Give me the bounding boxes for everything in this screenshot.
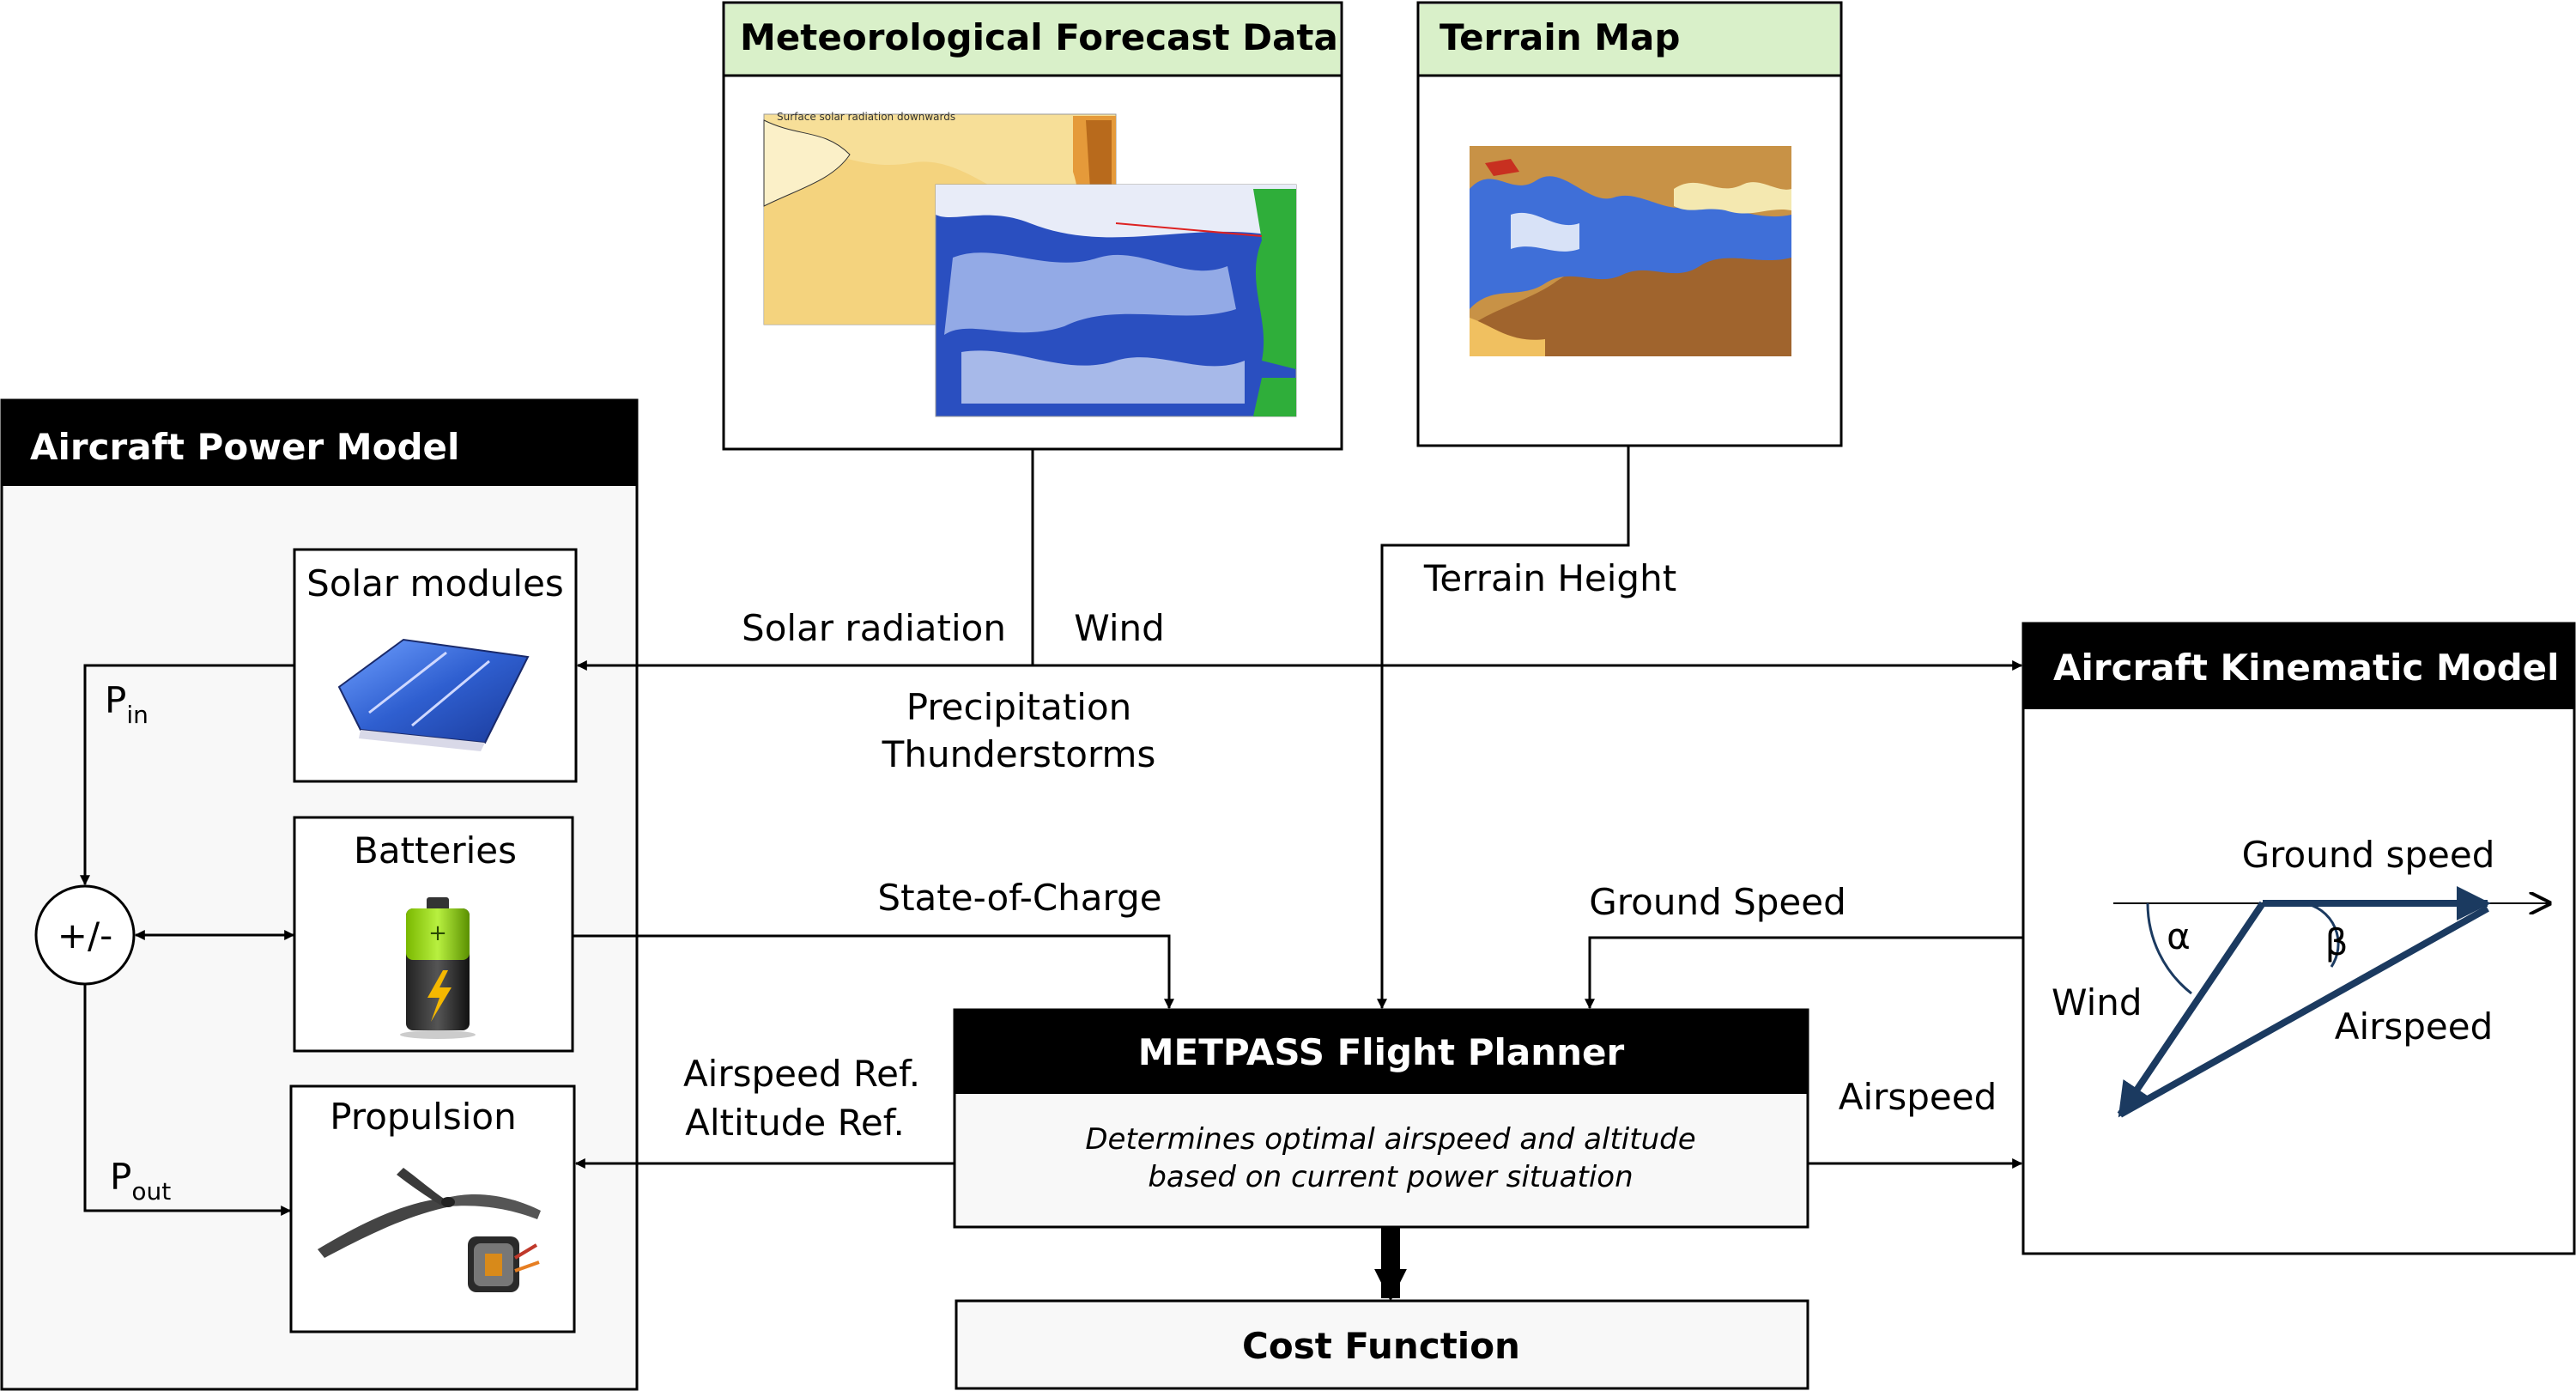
p-out-label: Pout bbox=[110, 1156, 171, 1206]
propeller-motor-icon bbox=[318, 1168, 541, 1292]
terrain-title: Terrain Map bbox=[1440, 16, 1680, 58]
wind-flow-label: Wind bbox=[1074, 607, 1165, 649]
flight-planner-box: METPASS Flight Planner Determines optima… bbox=[953, 1008, 1809, 1229]
beta-label: β bbox=[2325, 921, 2349, 963]
planner-desc-line1: Determines optimal airspeed and altitude bbox=[1085, 1122, 1695, 1157]
terrain-height-label: Terrain Height bbox=[1423, 557, 1676, 599]
cost-function-title: Cost Function bbox=[1242, 1325, 1520, 1367]
ground-speed-flow-label: Ground Speed bbox=[1589, 881, 1846, 923]
terrain-map-image bbox=[1470, 146, 1791, 356]
velocity-triangle: Ground speed Wind Airspeed α β bbox=[2052, 834, 2549, 1118]
kinematic-model-box: Aircraft Kinematic Model bbox=[2021, 622, 2576, 1255]
alpha-arc bbox=[2146, 902, 2192, 995]
propulsion-box: Propulsion bbox=[289, 1084, 576, 1333]
airspeed-vector bbox=[2118, 905, 2489, 1118]
battery-icon: + bbox=[400, 897, 476, 1039]
solar-radiation-label: Solar radiation bbox=[742, 607, 1006, 649]
airspeed-label: Airspeed bbox=[2335, 1005, 2494, 1048]
flight-planner-title: METPASS Flight Planner bbox=[1138, 1031, 1625, 1073]
wind-vector bbox=[2117, 901, 2266, 1118]
terrain-height-arrow bbox=[1377, 446, 1630, 1010]
meteo-title: Meteorological Forecast Data bbox=[740, 16, 1338, 58]
thunderstorms-label: Thunderstorms bbox=[882, 733, 1156, 775]
batteries-box: Batteries + bbox=[293, 816, 574, 1053]
svg-text:+: + bbox=[428, 920, 447, 946]
solar-cell-icon bbox=[337, 638, 530, 751]
solar-modules-box: Solar modules bbox=[293, 548, 578, 783]
mixer-label: +/- bbox=[58, 914, 113, 957]
precipitation-label: Precipitation bbox=[906, 686, 1132, 728]
cost-function-box: Cost Function bbox=[955, 1299, 1809, 1390]
state-of-charge-label: State-of-Charge bbox=[877, 877, 1161, 919]
power-mixer: +/- bbox=[34, 884, 136, 986]
p-in-connector bbox=[80, 664, 294, 886]
batteries-label: Batteries bbox=[354, 829, 517, 872]
kinematic-model-title: Aircraft Kinematic Model bbox=[2053, 647, 2560, 689]
altitude-ref-label: Altitude Ref. bbox=[685, 1102, 905, 1144]
ground-speed-label: Ground speed bbox=[2242, 834, 2495, 876]
solar-modules-label: Solar modules bbox=[306, 562, 564, 604]
state-of-charge-arrow bbox=[573, 934, 1174, 1010]
power-model-title: Aircraft Power Model bbox=[30, 426, 459, 468]
planner-desc-line2: based on current power situation bbox=[1148, 1160, 1633, 1194]
p-out-connector bbox=[83, 984, 292, 1216]
alpha-label: α bbox=[2167, 915, 2191, 957]
terrain-box: Terrain Map bbox=[1416, 1, 1843, 447]
meteo-map-image: Surface solar radiation downwards bbox=[763, 111, 1297, 417]
meteo-box: Meteorological Forecast Data Surface sol… bbox=[722, 1, 1343, 451]
svg-text:Surface solar radiation downwa: Surface solar radiation downwards bbox=[777, 111, 955, 123]
beta-arc bbox=[2303, 902, 2340, 968]
airspeed-flow-label: Airspeed bbox=[1839, 1076, 1997, 1118]
ground-speed-arrow bbox=[1585, 936, 2023, 1010]
airspeed-ref-label: Airspeed Ref. bbox=[683, 1053, 920, 1095]
wind-label: Wind bbox=[2052, 981, 2143, 1024]
p-in-label: Pin bbox=[105, 679, 148, 729]
propulsion-label: Propulsion bbox=[330, 1096, 516, 1138]
